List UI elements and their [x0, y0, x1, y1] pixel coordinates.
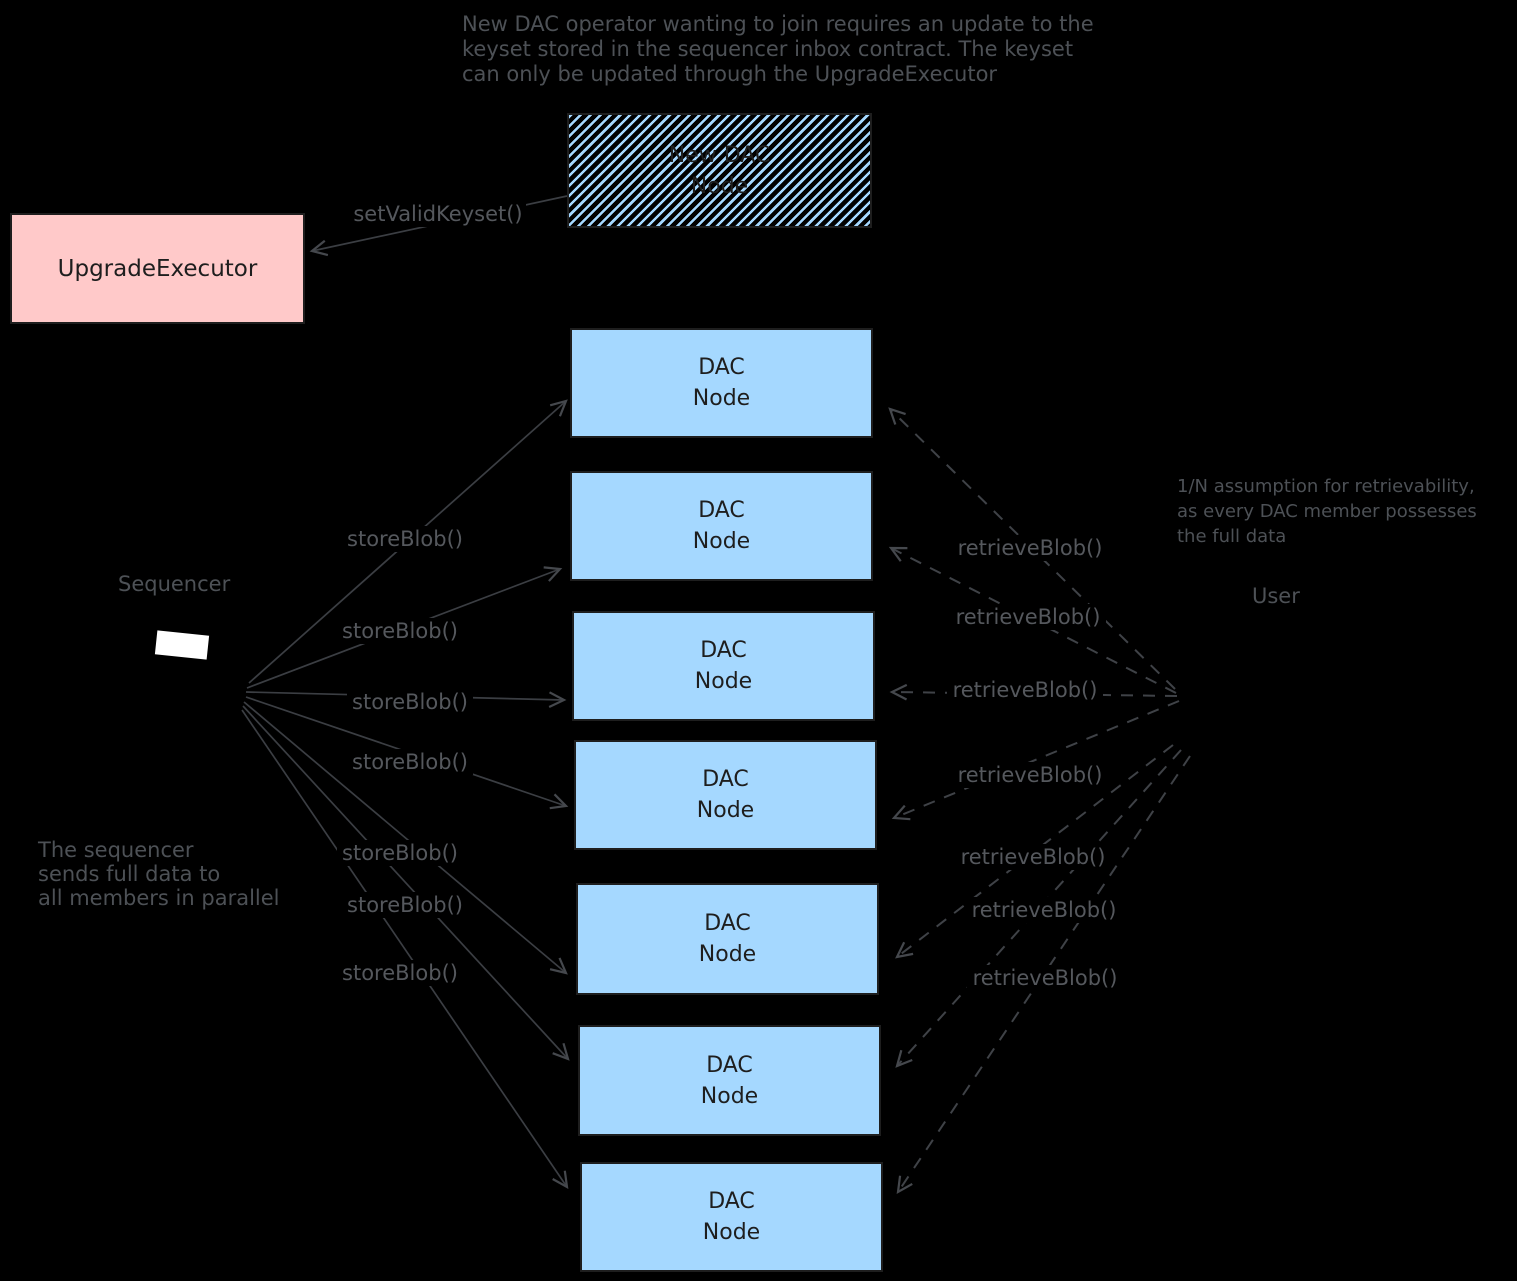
- retrieve-blob-arrow: [891, 700, 1180, 821]
- retrieve-blob-label: retrieveBlob(): [956, 605, 1101, 629]
- store-blob-arrow: [243, 701, 568, 975]
- retrieve-blob-arrow: [895, 744, 1174, 959]
- dac-node-label: Node: [702, 1220, 761, 1245]
- dac-node-label: Node: [692, 529, 751, 554]
- retrieve-blob-arrow: [895, 749, 1182, 1068]
- top-note-line: keyset stored in the sequencer inbox con…: [462, 37, 1074, 61]
- label-bg: [952, 535, 1108, 561]
- store-blob-label: storeBlob(): [342, 961, 458, 985]
- dac-node-label: Node: [692, 386, 751, 411]
- label-bg: [955, 844, 1111, 870]
- new-dac-node-label: New DAC: [668, 142, 771, 168]
- retrieve-blob-label: retrieveBlob(): [973, 966, 1118, 990]
- right-note: 1/N assumption for retrievability, as ev…: [1177, 474, 1477, 549]
- dac-node-label: DAC: [698, 498, 745, 523]
- label-bg: [337, 960, 463, 986]
- retrieve-blob-label: retrieveBlob(): [972, 898, 1117, 922]
- top-note-line: can only be updated through the UpgradeE…: [462, 62, 998, 86]
- label-bg: [947, 677, 1103, 703]
- dac-node-label: Node: [694, 669, 753, 694]
- label-bg: [966, 897, 1122, 923]
- label-bg: [350, 201, 526, 227]
- store-blob-label: storeBlob(): [342, 619, 458, 643]
- dac-node-box: DAC Node: [570, 328, 873, 438]
- dac-node-label: DAC: [702, 767, 749, 792]
- dac-node-box: DAC Node: [574, 740, 877, 850]
- user-label: User: [1252, 584, 1300, 608]
- store-blob-label: storeBlob(): [347, 527, 463, 551]
- label-bg: [952, 762, 1108, 788]
- dac-node-label: DAC: [708, 1189, 755, 1214]
- store-blob-label: storeBlob(): [352, 690, 468, 714]
- dac-node-label: Node: [700, 1083, 759, 1109]
- left-note-line: The sequencer: [38, 838, 194, 862]
- store-blob-arrow: [241, 709, 569, 1190]
- retrieve-blob-label: retrieveBlob(): [961, 845, 1106, 869]
- retrieve-blob-label: retrieveBlob(): [953, 678, 1098, 702]
- dac-node-label: DAC: [704, 911, 751, 936]
- retrieve-blob-label: retrieveBlob(): [958, 763, 1103, 787]
- left-note: The sequencer sends full data to all mem…: [38, 838, 280, 910]
- top-note: New DAC operator wanting to join require…: [462, 12, 1094, 87]
- store-blob-label: storeBlob(): [347, 893, 463, 917]
- dac-node-label: DAC: [700, 638, 747, 663]
- left-note-line: all members in parallel: [38, 886, 280, 910]
- dac-node-box: DAC Node: [576, 883, 879, 995]
- label-bg: [347, 689, 473, 715]
- store-blob-arrow: [242, 705, 570, 1061]
- dac-node-label: DAC: [698, 355, 745, 380]
- dac-node-box: DAC Node: [572, 611, 875, 721]
- dac-node-box: DAC Node: [578, 1025, 881, 1136]
- set-valid-keyset-label: setValidKeyset(): [353, 202, 522, 226]
- right-note-line: 1/N assumption for retrievability,: [1177, 476, 1475, 497]
- new-dac-node-label: Node: [690, 173, 749, 199]
- left-note-line: sends full data to: [38, 862, 221, 886]
- label-bg: [967, 965, 1123, 991]
- store-blob-label: storeBlob(): [342, 841, 458, 865]
- right-note-line: as every DAC member possesses: [1177, 501, 1477, 522]
- dac-node-label: DAC: [706, 1052, 753, 1078]
- label-bg: [950, 604, 1106, 630]
- dac-node-label: Node: [698, 942, 757, 967]
- dac-node-box: DAC Node: [570, 471, 873, 581]
- label-bg: [342, 892, 468, 918]
- upgrade-executor-label: UpgradeExecutor: [57, 255, 258, 282]
- store-blob-label: storeBlob(): [352, 750, 468, 774]
- top-note-line: New DAC operator wanting to join require…: [462, 12, 1094, 36]
- retrieve-blob-label: retrieveBlob(): [958, 536, 1103, 560]
- right-note-line: the full data: [1177, 526, 1287, 547]
- label-bg: [342, 526, 468, 552]
- dac-node-box: DAC Node: [580, 1162, 883, 1272]
- upgrade-executor-box: UpgradeExecutor: [10, 213, 305, 324]
- label-bg: [337, 840, 463, 866]
- sequencer-label: Sequencer: [118, 572, 231, 596]
- label-bg: [337, 618, 463, 644]
- dac-node-label: Node: [696, 798, 755, 823]
- label-bg: [347, 749, 473, 775]
- new-dac-node-box: New DAC Node: [567, 113, 872, 228]
